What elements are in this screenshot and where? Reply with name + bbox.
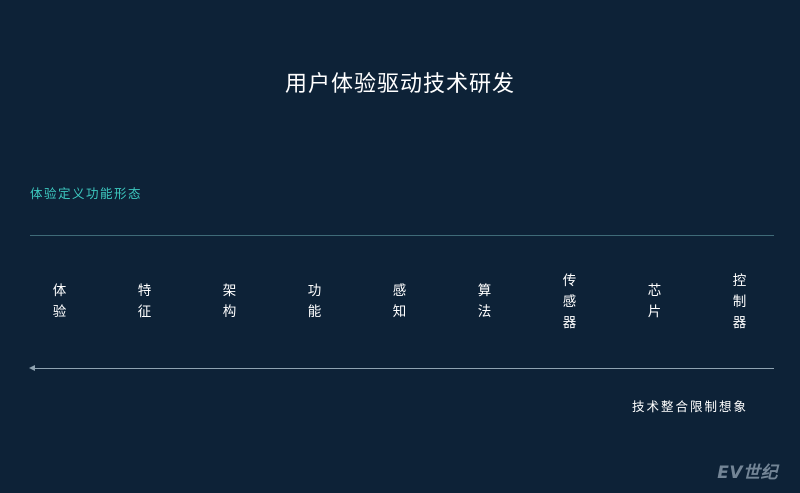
item-xinpian: 芯片 — [612, 236, 697, 368]
item-label: 传感器 — [562, 272, 577, 331]
item-label: 算法 — [477, 283, 492, 320]
watermark-logo: EV世纪 — [717, 463, 778, 483]
item-ganzhi: 感知 — [357, 236, 442, 368]
item-label: 控制器 — [732, 272, 747, 331]
section-subtitle: 体验定义功能形态 — [30, 186, 143, 201]
item-kongzhiqi: 控制器 — [697, 236, 782, 368]
item-label: 体验 — [52, 283, 67, 320]
item-tiyan: 体验 — [17, 236, 102, 368]
item-chuanganqi: 传感器 — [527, 236, 612, 368]
bottom-arrow-line — [34, 368, 774, 369]
top-divider — [30, 235, 774, 236]
items-row: 体验 特征 架构 功能 感知 算法 传感器 芯片 控制器 — [17, 236, 781, 368]
item-label: 芯片 — [647, 283, 662, 320]
item-label: 特征 — [137, 283, 152, 320]
arrow-head-left-icon — [29, 365, 35, 371]
item-label: 功能 — [307, 283, 322, 320]
item-label: 感知 — [392, 283, 407, 320]
item-gongneng: 功能 — [272, 236, 357, 368]
footnote: 技术整合限制想象 — [631, 399, 748, 414]
item-tezheng: 特征 — [102, 236, 187, 368]
item-label: 架构 — [222, 283, 237, 320]
item-suanfa: 算法 — [442, 236, 527, 368]
page-title: 用户体验驱动技术研发 — [284, 72, 515, 97]
item-jiagou: 架构 — [187, 236, 272, 368]
